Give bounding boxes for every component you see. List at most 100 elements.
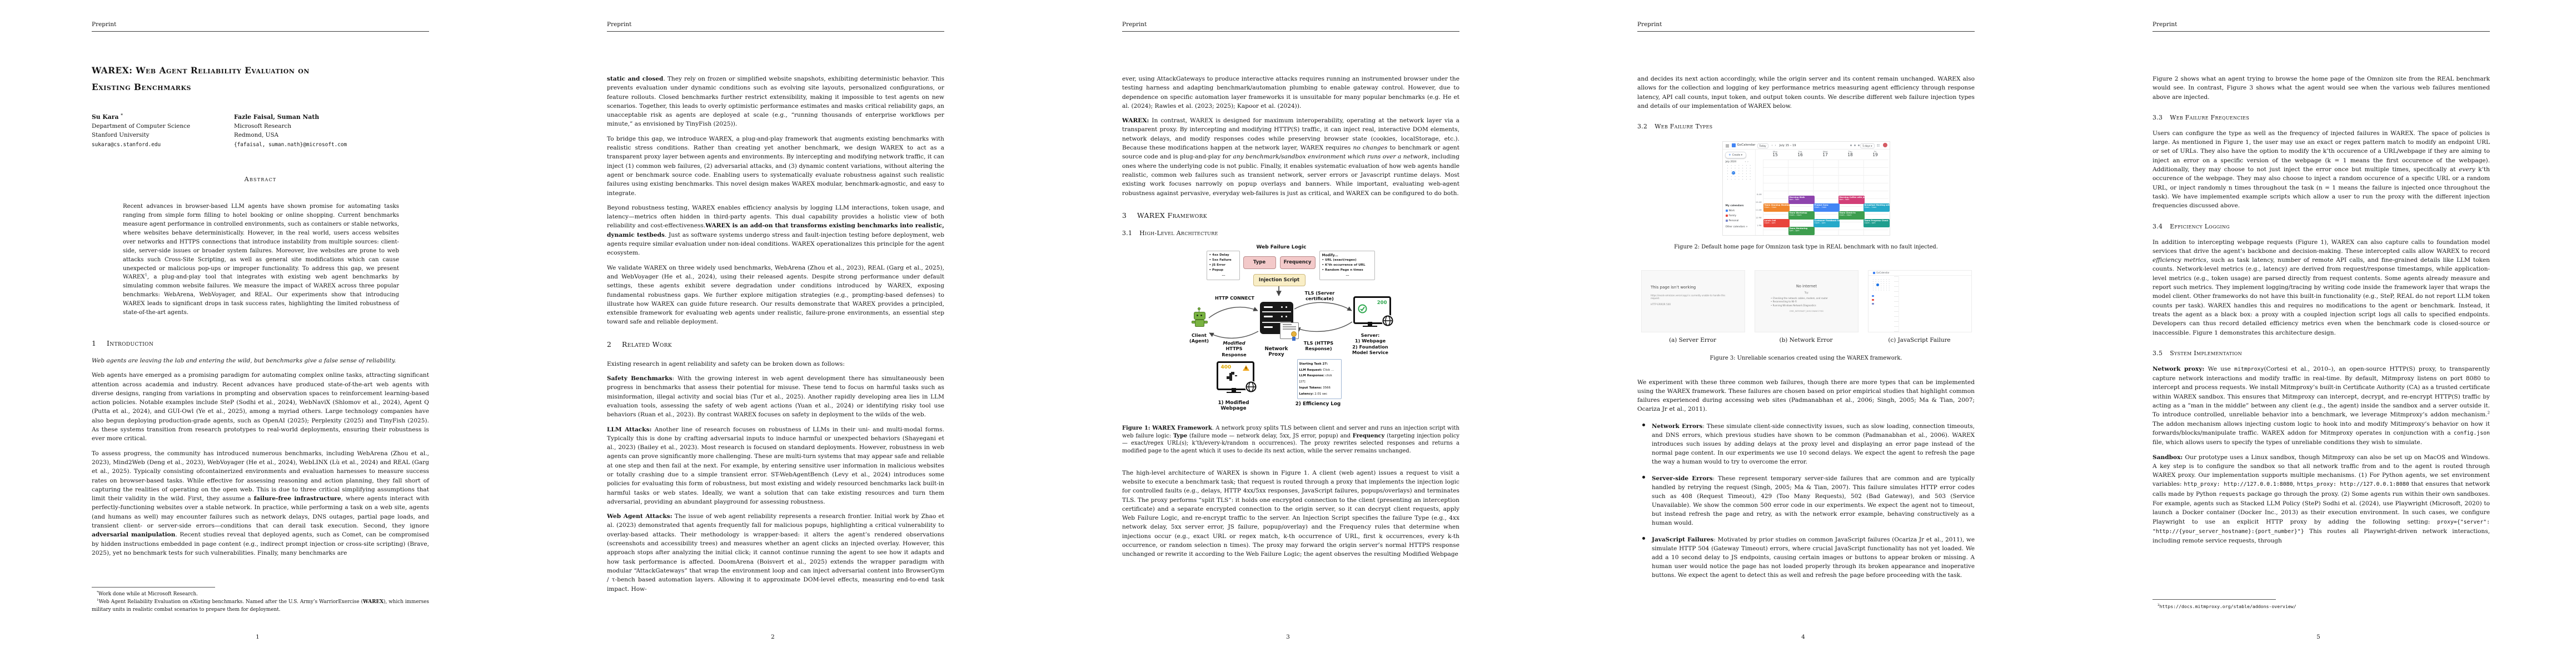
day-number[interactable]: 19 [1872,152,1878,158]
calendar-item-work[interactable]: Work [1725,209,1735,212]
preprint-label: Preprint [1637,21,1662,28]
server-error-title: This page isn’t working [1651,285,1696,290]
calendar-event[interactable]: Customer Feedback Session12pm – 1pm [1813,219,1840,228]
log-line: Starting Task 27: [1299,362,1328,366]
mini-month-grid[interactable] [1725,164,1752,181]
calendar-item-personal[interactable]: Personal [1725,219,1738,222]
header-rule [92,31,429,32]
author-1-email: sukara@cs.stanford.edu [92,142,161,148]
subsection-3-2-number: 3.2 [1637,123,1648,131]
dino-icon-part [1226,376,1232,379]
time-label: 8 AM [1757,193,1762,196]
failure-type-bullets: Network Errors: These simulate client-si… [1637,420,1975,580]
search-icon[interactable] [1850,145,1852,147]
paragraph: LLM Attacks: Another line of research fo… [607,426,944,505]
mini-month-today[interactable]: 16 [1731,171,1735,175]
page-1: Preprint WAREX: Web Agent Reliability Ev… [0,0,515,667]
paragraph: Users can configure the type as well as … [2153,130,2490,210]
suggestion-item: Checking the network cables, modem, and … [1771,297,1828,300]
event-title: Team Check-in [1839,212,1856,215]
today-button[interactable]: Today [1757,143,1768,148]
dow-label: Tue [1798,150,1802,153]
bullet-text: JavaScript Failures: Motivated by prior … [1652,536,1975,579]
view-selector[interactable]: 5 days ▾ [1860,143,1875,148]
broken-calendar-item [1872,302,1874,305]
mini-month-nav-icons[interactable]: ‹› [1745,160,1750,163]
globe-icon [1244,380,1257,393]
author-2-affiliation-2: Redmond, USA [234,132,279,138]
other-calendars-heading[interactable]: Other calendars + [1725,226,1748,229]
failure-type-item: JS Error [1209,263,1238,268]
broken-calendar-item [1872,298,1874,301]
epigraph: Web agents are leaving the lab and enter… [92,357,396,364]
modify-title: Modify... [1322,253,1338,257]
create-button[interactable]: +Create ▾ [1725,152,1746,159]
page-2-content: static and closed. They rely on frozen o… [607,74,944,594]
personal-checkbox[interactable] [1725,219,1728,222]
event-time: 8am – 9am [1789,198,1800,201]
help-icon[interactable] [1853,145,1856,147]
figure-3c-label: (c) JavaScript Failure [1888,336,1951,344]
certificate-icon [1279,322,1299,341]
subsection-3-4-title: Efficiency Logging [2170,222,2230,230]
page-number: 4 [1801,634,1805,640]
bullet-network-errors: Network Errors: These simulate client-si… [1652,420,1975,466]
event-title: Morning Walk [1789,196,1805,199]
figure-1-arrows [1208,285,1352,339]
calendar-topbar: GoCalendar Today ‹ › July 15 – 19 5 days… [1722,142,1890,150]
frequency-box: Frequency [1279,256,1316,269]
figure-3b-label: (b) Network Error [1779,336,1833,344]
preprint-label: Preprint [2153,21,2178,28]
settings-icon[interactable] [1857,145,1860,147]
work-label: Work [1728,209,1735,212]
status-200: 200 [1377,300,1387,306]
family-checkbox[interactable] [1725,214,1728,217]
modify-options-list: Modify... URL (exact/regex) K’th occurre… [1319,250,1375,280]
mini-month-label: July 2024 [1725,160,1737,163]
footnote-rule [92,587,215,588]
avatar[interactable] [1882,143,1887,148]
day-number[interactable]: 17 [1822,152,1828,158]
event-time: 11am – 12pm [1789,214,1802,217]
next-icon[interactable]: › [1775,144,1776,148]
suggestion-item: Reconnecting to Wi-Fi [1771,300,1828,303]
apps-grid-icon[interactable] [1876,144,1880,147]
figure-3b: No internet Try: Checking the network ca… [1755,270,1858,344]
monitor-base [1226,391,1241,394]
broken-calendar-item [1872,295,1874,297]
day-number[interactable]: 15 [1772,152,1778,158]
my-calendars-heading[interactable]: My calendars [1725,205,1744,208]
footnote-rule [2153,599,2276,600]
paragraph: Network proxy: We use mitmproxy(Cortesi … [2153,365,2490,446]
server-label-line: Server: [1361,332,1380,338]
prev-icon[interactable]: ‹ [1771,144,1773,148]
calendar-event[interactable]: Morning Coffee with Julia8am – 9am [1838,196,1865,205]
day-number[interactable]: 16 [1797,152,1803,158]
paragraph: The high-level architecture of WAREX is … [1122,469,1459,558]
day-number[interactable]: 18 [1847,152,1853,158]
event-title: Customer Feedback Session [1814,220,1840,222]
page-4: Preprint and decides its next action acc… [1546,0,2061,667]
warning-icon [1242,365,1249,371]
paragraph: Beyond robustness testing, WAREX enables… [607,204,944,257]
paragraph: We experiment with these three common we… [1637,379,1975,413]
subsection-3-3-title: Web Failure Frequencies [2170,113,2250,121]
modified-https-response-label: Modified HTTPS Response [1222,340,1247,357]
figure-3-caption: Figure 3: Unreliable scenarios created u… [1710,355,1902,361]
work-checkbox[interactable] [1725,209,1728,212]
calendar-item-family[interactable]: Family [1725,214,1736,217]
calendar-event[interactable]: Breakfast Meeting with Client10am – 11am [1863,203,1890,212]
broken-time-column [1894,276,1899,332]
